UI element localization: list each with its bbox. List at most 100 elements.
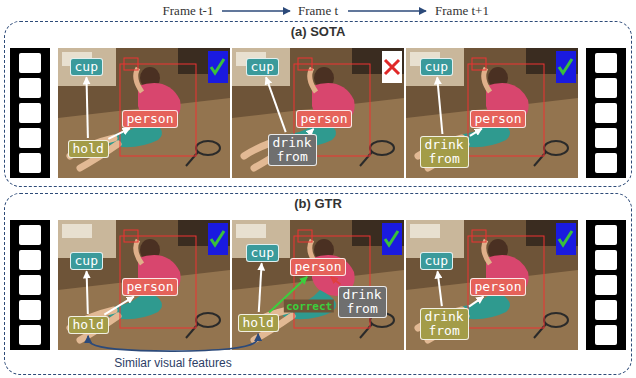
film-hole bbox=[595, 250, 617, 270]
film-hole bbox=[595, 128, 617, 148]
frame-label: Frame t+1 bbox=[435, 3, 489, 19]
tag-text: person bbox=[475, 280, 522, 294]
check-badge bbox=[556, 51, 576, 83]
check-mark bbox=[211, 59, 224, 73]
film-hole bbox=[595, 153, 617, 173]
tag-text: cup bbox=[251, 60, 274, 74]
film-hole bbox=[19, 78, 41, 98]
film-hole bbox=[19, 153, 41, 173]
object-tag: cup bbox=[70, 252, 103, 270]
object-tag: cup bbox=[246, 58, 279, 76]
tag-text: person bbox=[475, 112, 522, 126]
relation-arrow bbox=[266, 77, 286, 132]
film-hole bbox=[19, 103, 41, 123]
film-hole bbox=[19, 128, 41, 148]
film-hole bbox=[595, 275, 617, 295]
tag-text: cup bbox=[425, 254, 448, 268]
time-arrow bbox=[222, 10, 290, 12]
method-panel: (b) GTR cup person hold cup person hold drink f… bbox=[4, 193, 632, 375]
tag-text: cup bbox=[251, 246, 274, 260]
film-strip bbox=[586, 48, 626, 178]
film-strip bbox=[10, 220, 50, 350]
cross-mark bbox=[385, 60, 399, 74]
tag-text: cup bbox=[75, 60, 98, 74]
film-hole bbox=[19, 300, 41, 320]
predicate-tag: hold bbox=[68, 140, 109, 158]
check-mark bbox=[559, 231, 572, 245]
tag-text: person bbox=[127, 280, 174, 294]
tag-text: hold bbox=[73, 318, 104, 332]
tag-text: drink from bbox=[273, 136, 312, 165]
frame-label: Frame t-1 bbox=[163, 3, 214, 19]
check-mark bbox=[559, 59, 572, 73]
check-badge bbox=[556, 223, 576, 255]
tag-text: person bbox=[301, 112, 348, 126]
panel-heading: (a) SOTA bbox=[5, 24, 631, 39]
relation-arrow bbox=[437, 77, 442, 134]
check-mark bbox=[211, 231, 224, 245]
film-hole bbox=[19, 275, 41, 295]
tag-text: hold bbox=[73, 142, 104, 156]
film-hole bbox=[19, 53, 41, 73]
tag-text: drink from bbox=[343, 288, 382, 317]
predicate-tag: hold bbox=[68, 316, 109, 334]
film-hole bbox=[595, 225, 617, 245]
note-label: Similar visual features bbox=[114, 356, 231, 370]
tag-text: drink from bbox=[425, 310, 464, 339]
predicate-tag: drink from bbox=[420, 308, 469, 341]
video-frame bbox=[58, 48, 230, 178]
relation-arrow bbox=[331, 277, 341, 285]
relation-arrow bbox=[310, 129, 314, 133]
video-frame bbox=[232, 48, 404, 178]
method-panel: (a) SOTA cup person hold cup person drink from… bbox=[4, 21, 632, 187]
relation-arrow bbox=[104, 297, 134, 315]
film-hole bbox=[19, 250, 41, 270]
film-hole bbox=[19, 325, 41, 345]
wrong-predicate-tag: drink from bbox=[268, 134, 317, 167]
subject-tag: person bbox=[122, 278, 179, 296]
predicate-tag: hold bbox=[238, 314, 279, 332]
predicate-tag: drink from bbox=[420, 136, 469, 169]
subject-tag: person bbox=[290, 258, 347, 276]
cross-badge bbox=[382, 51, 402, 83]
relation-arrow bbox=[469, 297, 484, 307]
object-tag: cup bbox=[420, 58, 453, 76]
object-tag: cup bbox=[420, 252, 453, 270]
check-badge bbox=[382, 223, 402, 255]
tag-text: hold bbox=[243, 316, 274, 330]
video-frame bbox=[406, 48, 578, 178]
video-frame bbox=[232, 220, 404, 350]
check-badge bbox=[208, 51, 228, 83]
film-hole bbox=[595, 325, 617, 345]
relation-arrow bbox=[470, 129, 482, 136]
check-mark bbox=[385, 231, 398, 245]
edge-label: correct bbox=[284, 299, 334, 312]
frame-label: Frame t bbox=[298, 3, 338, 19]
film-strip bbox=[586, 220, 626, 350]
relation-arrow bbox=[86, 77, 87, 138]
object-tag: cup bbox=[70, 58, 103, 76]
subject-tag: person bbox=[296, 110, 353, 128]
similarity-arc bbox=[88, 334, 258, 351]
film-hole bbox=[595, 78, 617, 98]
tag-text: person bbox=[295, 260, 342, 274]
film-hole bbox=[595, 300, 617, 320]
relation-arrow bbox=[438, 271, 442, 306]
film-strip bbox=[10, 48, 50, 178]
time-arrow bbox=[348, 10, 426, 12]
tag-text: drink from bbox=[425, 138, 464, 167]
film-hole bbox=[595, 53, 617, 73]
panel-heading: (b) GTR bbox=[5, 196, 631, 211]
wrong-predicate-tag: drink from bbox=[338, 286, 387, 319]
video-frame bbox=[406, 220, 578, 350]
tag-text: cup bbox=[75, 254, 98, 268]
relation-arrow bbox=[108, 128, 129, 138]
film-hole bbox=[19, 225, 41, 245]
object-tag: cup bbox=[246, 244, 279, 262]
tag-text: cup bbox=[425, 60, 448, 74]
subject-tag: person bbox=[122, 110, 179, 128]
check-badge bbox=[208, 223, 228, 255]
subject-tag: person bbox=[470, 278, 527, 296]
video-frame bbox=[58, 220, 230, 350]
